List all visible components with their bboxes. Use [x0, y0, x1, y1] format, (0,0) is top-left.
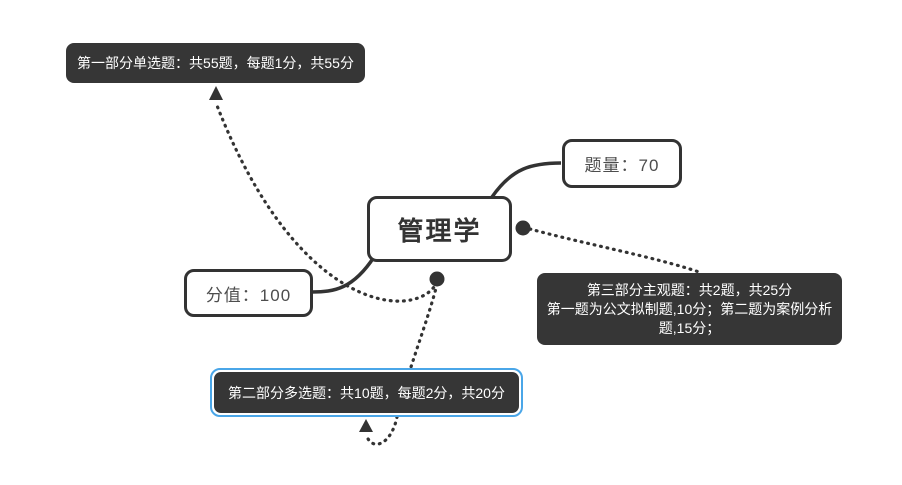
relationship-root-to-part3[interactable]: [528, 227, 701, 274]
node-total-score-label: 分值：100: [205, 285, 292, 305]
node-part1-single-choice[interactable]: 第一部分单选题：共55题，每题1分，共55分: [66, 43, 365, 83]
branch-root-to-total-score: [311, 256, 376, 294]
node-part3-subjective[interactable]: 第三部分主观题：共2题，共25分 第一题为公文拟制题,10分；第二题为案例分析 …: [537, 273, 842, 345]
relationship-anchor-dot-bottom[interactable]: [429, 271, 445, 287]
node-part2-label: 第二部分多选题：共10题，每题2分，共20分: [228, 384, 505, 401]
node-part3-line3: 题,15分；: [658, 319, 721, 336]
arrowhead-part1: [209, 86, 223, 100]
relationship-root-to-part1[interactable]: [214, 101, 439, 303]
root-topic-label: 管理学: [397, 215, 482, 246]
node-part3-line2: 第一题为公文拟制题,10分；第二题为案例分析: [546, 300, 833, 317]
node-part3-line1: 第三部分主观题：共2题，共25分: [586, 281, 793, 298]
relationship-anchor-dot-right[interactable]: [515, 220, 531, 236]
relationship-root-to-part2[interactable]: [364, 282, 439, 446]
node-part1-label: 第一部分单选题：共55题，每题1分，共55分: [77, 55, 354, 71]
branch-root-to-question-count: [490, 161, 562, 198]
node-total-score[interactable]: 分值：100: [184, 269, 313, 317]
node-root-topic[interactable]: 管理学: [367, 196, 512, 262]
arrowhead-part2: [359, 419, 373, 432]
node-question-count-label: 题量：70: [584, 156, 660, 175]
node-part2-multiple-choice[interactable]: 第二部分多选题：共10题，每题2分，共20分: [214, 372, 519, 413]
node-question-count[interactable]: 题量：70: [562, 139, 682, 188]
node-part2-selection-border[interactable]: 第二部分多选题：共10题，每题2分，共20分: [210, 368, 523, 417]
